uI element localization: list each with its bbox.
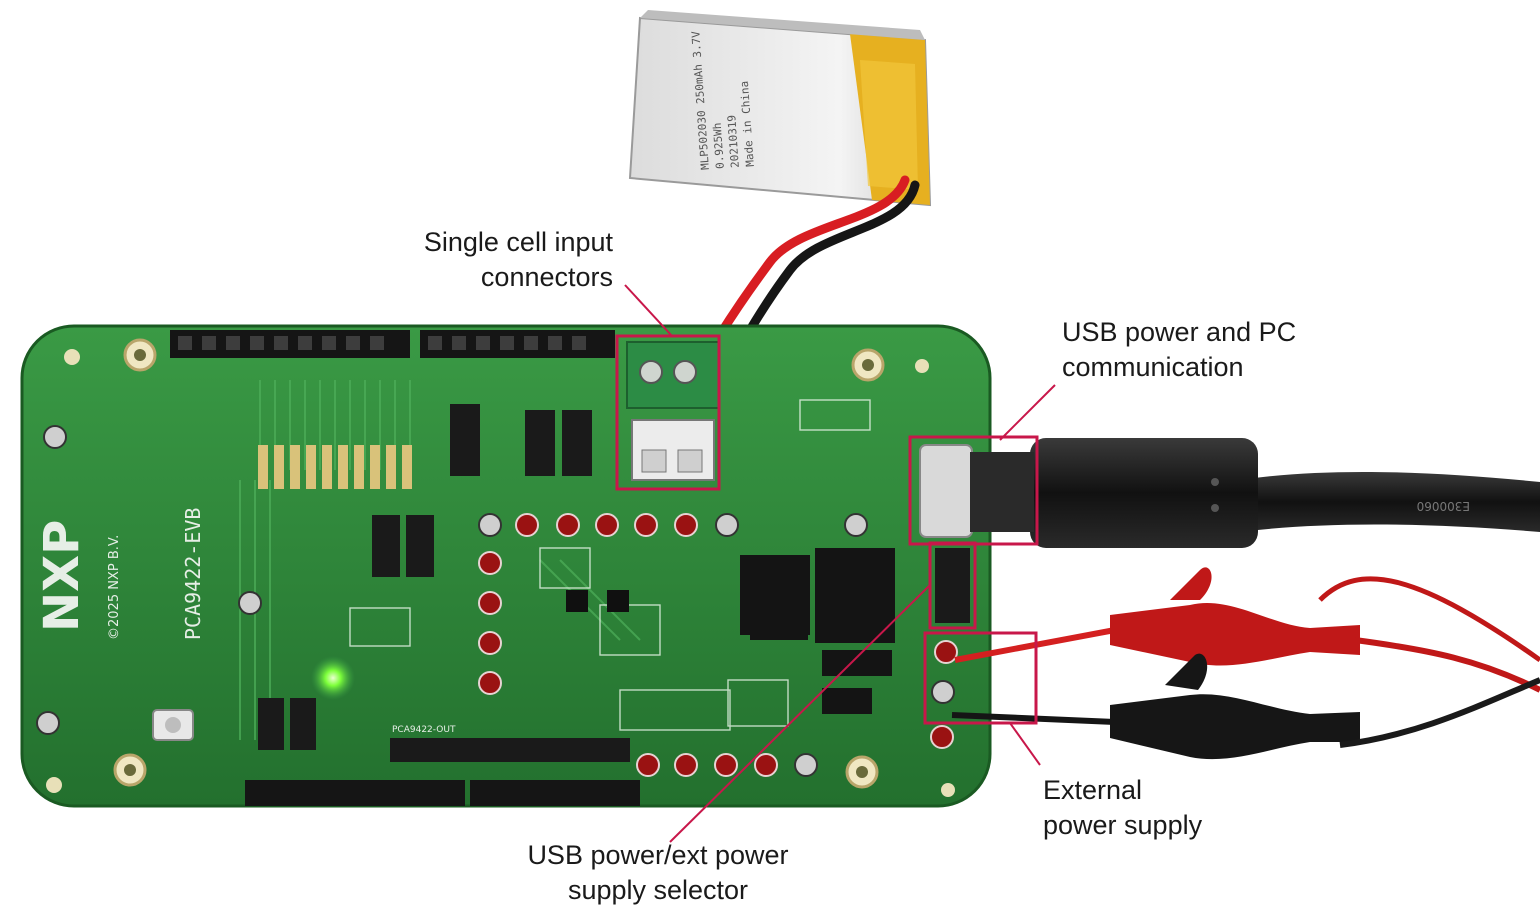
cable-marking: E300060 xyxy=(1417,499,1470,513)
leader-external xyxy=(1009,722,1041,766)
probe-clips xyxy=(951,567,1540,760)
copyright-label: ©2025 NXP B.V. xyxy=(107,535,122,640)
leader-lines xyxy=(624,284,1056,843)
callout-usb-power: USB power and PC communication xyxy=(1062,315,1342,385)
nxp-logo: NXP xyxy=(34,520,90,632)
lipo-battery: MLP502030 250mAh 3.7V 0.925Wh 20210319 M… xyxy=(628,10,932,207)
callout-single-cell: Single cell input connectors xyxy=(380,225,613,295)
usb-cable: E300060 xyxy=(970,438,1540,548)
battery-label-4: Made in China xyxy=(738,80,757,167)
test-points xyxy=(36,425,958,777)
single-cell-connector xyxy=(626,341,720,481)
battery-label-3: 20210319 xyxy=(725,114,742,168)
callout-usb-power-line1: USB power and PC xyxy=(1062,317,1297,347)
callout-box-external xyxy=(923,631,1038,725)
callout-single-cell-line1: Single cell input xyxy=(423,227,613,257)
board-model-label: PCA9422-EVB xyxy=(181,508,205,640)
callout-external-supply-line2: power supply xyxy=(1043,810,1203,840)
callout-box-single-cell xyxy=(615,334,721,491)
pcb-board: NXP ©2025 NXP B.V. PCA9422-EVB PCA9422-O… xyxy=(20,324,992,808)
callout-external-supply-line1: External xyxy=(1043,775,1143,805)
callout-selector-line1: USB power/ext power xyxy=(527,840,789,870)
battery-label-2: 0.925Wh xyxy=(711,122,727,169)
callout-external-supply: External power supply xyxy=(1043,773,1243,843)
callout-selector: USB power/ext power supply selector xyxy=(498,838,818,908)
power-led xyxy=(311,656,355,700)
callout-single-cell-line2: connectors xyxy=(480,262,613,292)
usb-c-receptacle xyxy=(919,444,973,538)
leader-single-cell xyxy=(624,284,673,337)
leader-usb xyxy=(999,384,1056,441)
callout-usb-power-line2: communication xyxy=(1062,352,1244,382)
callout-boxes xyxy=(615,334,1039,725)
callout-selector-line2: supply selector xyxy=(567,875,749,905)
leader-selector xyxy=(669,584,931,843)
out-header-label: PCA9422-OUT xyxy=(392,725,456,735)
